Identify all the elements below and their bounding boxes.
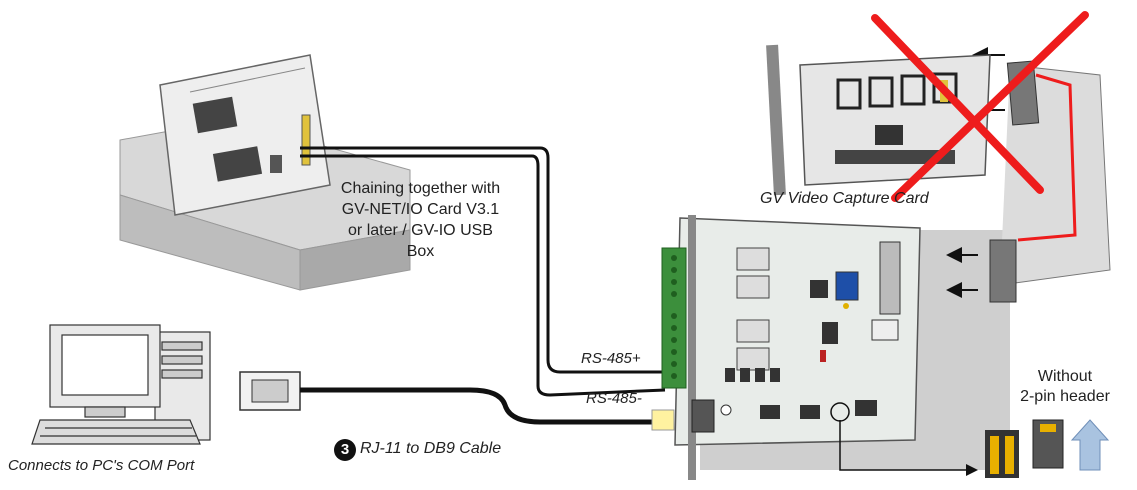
jumper-without-header-icon (1032, 419, 1064, 469)
jumper-with-header-icon (985, 430, 1019, 478)
chaining-caption-line: Box (406, 243, 435, 260)
without-header-line: 2-pin header (1020, 388, 1110, 405)
without-header-line: Without (1037, 368, 1093, 385)
ribbon-cable (989, 60, 1111, 303)
up-arrow-icon (1070, 419, 1110, 471)
cable-label: RJ-11 to DB9 Cable (360, 440, 502, 457)
gv-net-io-card (119, 54, 411, 291)
pc-computer (31, 324, 211, 445)
jumper-detail-arrow (839, 420, 978, 476)
rj11-db9-cable (300, 387, 665, 425)
main-io-card (661, 215, 921, 480)
chaining-caption-line: or later / GV-IO USB (348, 222, 493, 239)
chaining-caption-line: GV-NET/IO Card V3.1 (341, 201, 500, 218)
chaining-caption: Chaining together with GV-NET/IO Card V3… (318, 178, 523, 262)
video-capture-card (766, 44, 991, 196)
com-port-label: Connects to PC's COM Port (8, 457, 195, 474)
rs485-minus-label: RS-485- (586, 390, 642, 407)
chaining-caption-line: Chaining together with (340, 180, 501, 197)
db9-connector (239, 371, 301, 411)
not-compatible-cross (871, 11, 1089, 202)
step-number-badge: 3 (334, 439, 356, 461)
rs485-plus-label: RS-485+ (581, 350, 641, 367)
rj11-plug (651, 409, 675, 431)
without-header-caption: Without 2-pin header (1010, 367, 1120, 407)
card-bracket (688, 215, 696, 480)
video-capture-card-label: GV Video Capture Card (760, 190, 929, 207)
chain-wires (300, 146, 666, 397)
